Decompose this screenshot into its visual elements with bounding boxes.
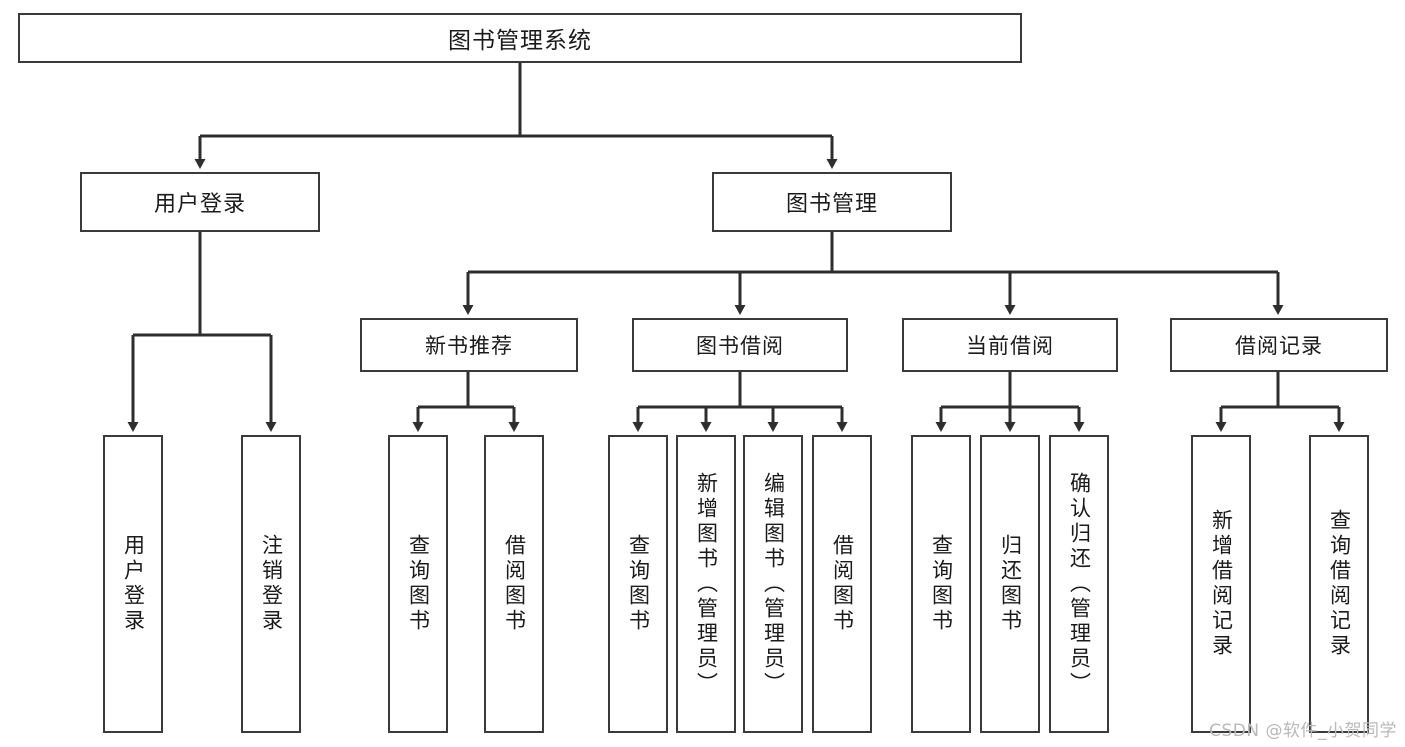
node-user-login[interactable]: 用户登录 [80, 172, 320, 232]
leaf-logout[interactable]: 注销登录 [241, 435, 301, 733]
leaf-add-borrow-record[interactable]: 新增借阅记录 [1191, 435, 1251, 733]
node-label: 当前借阅 [966, 334, 1054, 358]
node-label: 查询图书 [929, 534, 954, 634]
node-root-system[interactable]: 图书管理系统 [18, 13, 1022, 63]
leaf-add-book-admin[interactable]: 新增图书（管理员） [676, 435, 736, 733]
node-label: 新增图书（管理员） [694, 471, 719, 697]
node-label: 归还图书 [998, 534, 1023, 634]
node-new-book-recommend[interactable]: 新书推荐 [360, 318, 578, 372]
node-label: 确认归还（管理员） [1067, 471, 1092, 697]
leaf-user-login[interactable]: 用户登录 [103, 435, 163, 733]
node-label: 借阅图书 [830, 534, 855, 634]
leaf-query-book-new[interactable]: 查询图书 [388, 435, 448, 733]
node-label: 用户登录 [153, 192, 246, 217]
node-label: 新书推荐 [425, 334, 513, 358]
node-borrow-record[interactable]: 借阅记录 [1170, 318, 1388, 372]
node-label: 图书管理 [785, 192, 878, 217]
node-label: 新增借阅记录 [1209, 509, 1234, 659]
node-label: 借阅记录 [1235, 334, 1323, 358]
node-label: 编辑图书（管理员） [761, 471, 786, 697]
node-label: 查询图书 [406, 534, 431, 634]
leaf-query-borrow-record[interactable]: 查询借阅记录 [1309, 435, 1369, 733]
node-label: 图书借阅 [696, 334, 784, 358]
leaf-query-book-borrow[interactable]: 查询图书 [608, 435, 668, 733]
node-label: 注销登录 [259, 534, 284, 634]
node-label: 图书管理系统 [448, 28, 592, 54]
watermark-text: CSDN @软件_小贺同学 [1209, 721, 1397, 741]
node-label: 用户登录 [121, 534, 146, 634]
leaf-return-book[interactable]: 归还图书 [980, 435, 1040, 733]
leaf-confirm-return-admin[interactable]: 确认归还（管理员） [1049, 435, 1109, 733]
node-label: 借阅图书 [502, 534, 527, 634]
leaf-query-book-current[interactable]: 查询图书 [911, 435, 971, 733]
node-label: 查询借阅记录 [1327, 509, 1352, 659]
node-label: 查询图书 [626, 534, 651, 634]
leaf-edit-book-admin[interactable]: 编辑图书（管理员） [743, 435, 803, 733]
node-book-management[interactable]: 图书管理 [712, 172, 952, 232]
leaf-borrow-book[interactable]: 借阅图书 [812, 435, 872, 733]
node-book-borrow[interactable]: 图书借阅 [632, 318, 848, 372]
node-current-borrow[interactable]: 当前借阅 [902, 318, 1118, 372]
leaf-borrow-book-new[interactable]: 借阅图书 [484, 435, 544, 733]
